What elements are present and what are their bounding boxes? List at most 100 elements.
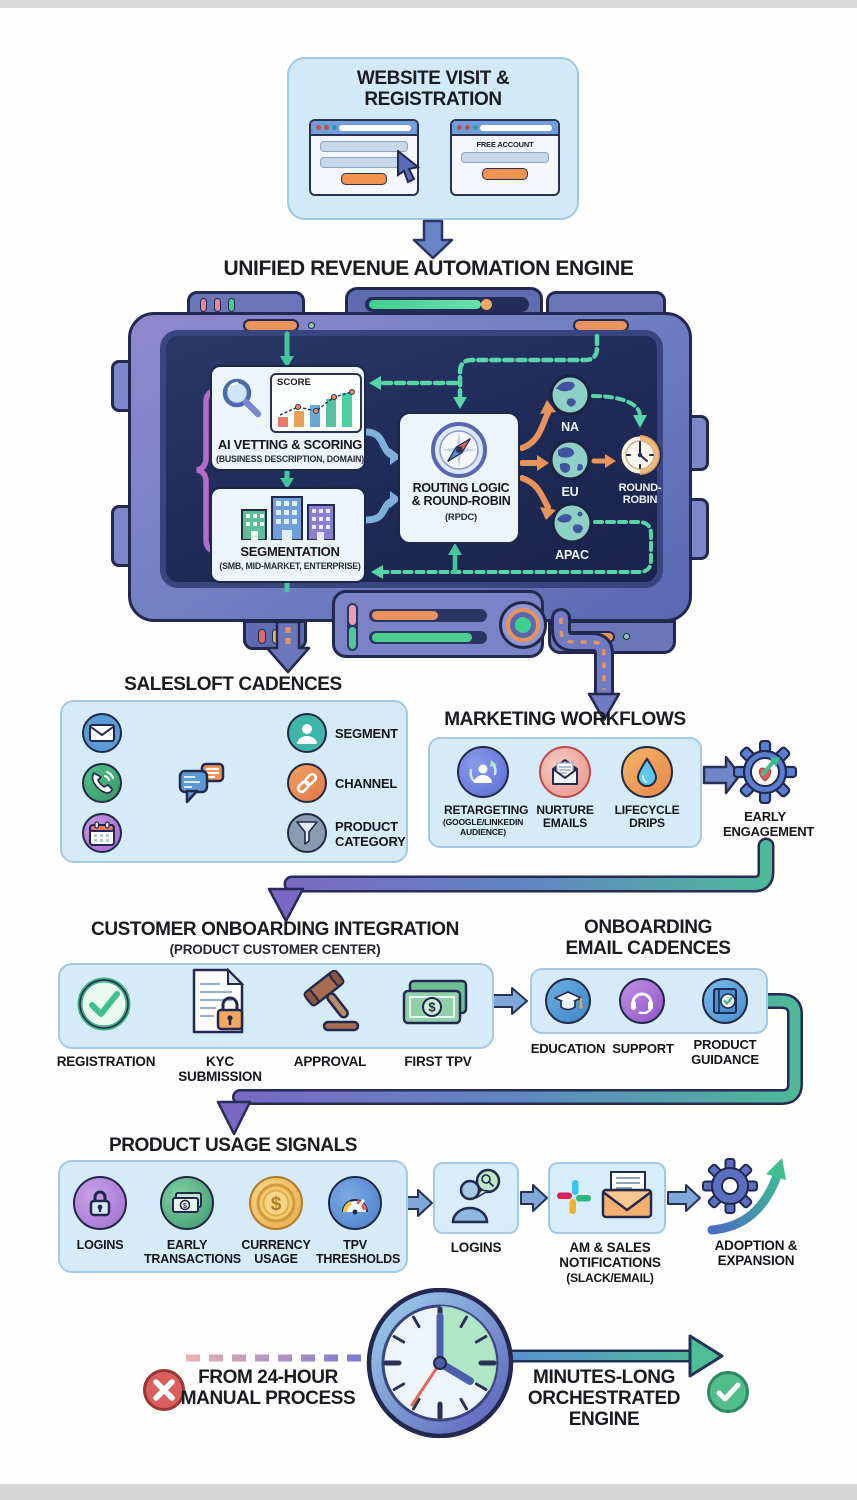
drips-label: LIFECYCLE DRIPS (614, 803, 680, 831)
gear-growth-icon (702, 1158, 758, 1214)
onboarding-title: CUSTOMER ONBOARDING INTEGRATION (91, 919, 459, 940)
big-clock-icon (366, 1288, 514, 1438)
nurture-circle (539, 746, 591, 798)
envelope-icon (601, 1171, 653, 1219)
calendar-channel-circle (82, 813, 122, 853)
progress-bar (369, 300, 481, 309)
orange-arrow-routing-to-apac (519, 475, 551, 510)
footer-from-label: FROM 24-HOUR MANUAL PROCESS (180, 1367, 356, 1409)
approval-label: APPROVAL (293, 1054, 367, 1069)
product-category-label: PRODUCT CATEGORY (335, 819, 406, 849)
phone-icon (91, 771, 114, 794)
indicator-light (228, 298, 235, 312)
browser-dot (332, 125, 337, 130)
currency-usage-label: CURRENCY USAGE (241, 1238, 311, 1266)
free-account-label: FREE ACCOUNT (476, 140, 534, 149)
top-strip (0, 0, 857, 8)
indicator-dot (623, 633, 630, 640)
early-engagement-label: EARLY ENGAGEMENT (723, 809, 815, 839)
form-field[interactable] (320, 141, 408, 152)
product-category-circle (287, 813, 327, 853)
globe-eu-icon (549, 439, 591, 481)
link-icon (296, 772, 318, 794)
globe-na-icon (549, 374, 591, 416)
search-icon (222, 378, 262, 418)
segmentation-title: SEGMENTATION (240, 544, 340, 559)
routing-box: ROUTING LOGIC & ROUND-ROBIN (RPDC) (398, 412, 520, 544)
notifications-label: AM & SALES NOTIFICATIONS (559, 1240, 661, 1271)
indicator-light (200, 298, 207, 312)
retargeting-label: RETARGETING (444, 803, 529, 817)
indicator-dot (308, 322, 315, 329)
ai-vetting-title: AI VETTING & SCORING (217, 437, 363, 452)
cursor-icon (397, 150, 421, 184)
email-icon (89, 724, 115, 742)
funnel-icon (296, 821, 318, 845)
check-icon (707, 1371, 749, 1413)
segmentation-box: SEGMENTATION (SMB, MID-MARKET, ENTERPRIS… (210, 487, 366, 583)
purple-bracket (196, 387, 231, 555)
logins-label: LOGINS (76, 1238, 124, 1252)
browser-dot (316, 125, 321, 130)
browser-dot (473, 125, 478, 130)
progress-knob[interactable] (481, 299, 492, 310)
marketing-title: MARKETING WORKFLOWS (444, 709, 686, 730)
indicator-light (258, 629, 266, 644)
slider-fill-green (372, 633, 472, 642)
region-label-apac: APAC (555, 548, 589, 562)
submit-button[interactable] (482, 168, 528, 180)
retargeting-sublabel: (GOOGLE/LINKEDIN AUDIENCE) (442, 817, 524, 837)
currency-usage-circle: $ (249, 1176, 303, 1230)
svg-text:$: $ (271, 1194, 282, 1215)
channel-label: CHANNEL (335, 776, 398, 791)
arrow-website-to-engine (412, 219, 454, 260)
round-robin-label: ROUND- ROBIN (618, 482, 662, 507)
gear-heart-icon (733, 740, 797, 804)
slack-icon (557, 1180, 591, 1214)
cross-icon (143, 1369, 185, 1411)
score-chart: SCORE (270, 373, 362, 433)
browser-window-free-account: FREE ACCOUNT (450, 119, 560, 196)
segment-circle (287, 713, 327, 753)
indicator-light (214, 298, 221, 312)
submit-button[interactable] (341, 173, 387, 185)
blue-arrow-ai-to-routing (362, 428, 398, 460)
engine-title: UNIFIED REVENUE AUTOMATION ENGINE (223, 257, 634, 280)
ai-vetting-box: SCORE AI VETTING & SCORING (BUSINESS DES… (210, 365, 366, 471)
bottom-strip (0, 1484, 857, 1500)
person-icon (297, 724, 317, 744)
channel-circle (287, 763, 327, 803)
nurture-label: NURTURE EMAILS (536, 803, 594, 831)
machine-exit-arrow-left (265, 620, 311, 674)
region-label-eu: EU (561, 485, 579, 499)
early-transactions-label: EARLY TRANSACTIONS (144, 1238, 241, 1266)
tpv-thresholds-circle (328, 1176, 382, 1230)
browser-dot (457, 125, 462, 130)
cash-icon: $ (402, 979, 468, 1025)
gavel-icon (303, 970, 360, 1032)
green-dashed-na-to-clock (591, 394, 642, 418)
ai-vetting-subtitle: (BUSINESS DESCRIPTION, DOMAIN) (216, 454, 364, 464)
tpv-thresholds-label: TPV THRESHOLDS (316, 1238, 401, 1266)
arrow-marketing-to-ee (702, 755, 742, 795)
logins-circle (73, 1176, 127, 1230)
website-visit-title: WEBSITE VISIT & REGISTRATION (356, 68, 510, 110)
support-circle (619, 978, 665, 1024)
green-dashed-bottom-loop (380, 520, 653, 574)
product-guidance-circle (702, 978, 748, 1024)
slider-fill-orange (372, 611, 438, 620)
browser-dot (324, 125, 329, 130)
segmentation-subtitle: (SMB, MID-MARKET, ENTERPRISE) (219, 561, 361, 571)
registration-label: REGISTRATION (56, 1054, 156, 1069)
segment-label: SEGMENT (335, 726, 398, 741)
lock-icon (89, 1190, 111, 1217)
form-field[interactable] (461, 152, 549, 163)
browser-addressbar (339, 124, 411, 131)
nurture-email-icon (552, 759, 578, 785)
arrow-step (667, 1184, 701, 1212)
chat-icon (178, 762, 225, 804)
browser-titlebar (452, 121, 558, 136)
education-circle (545, 978, 591, 1024)
buildings-icon (241, 496, 335, 540)
